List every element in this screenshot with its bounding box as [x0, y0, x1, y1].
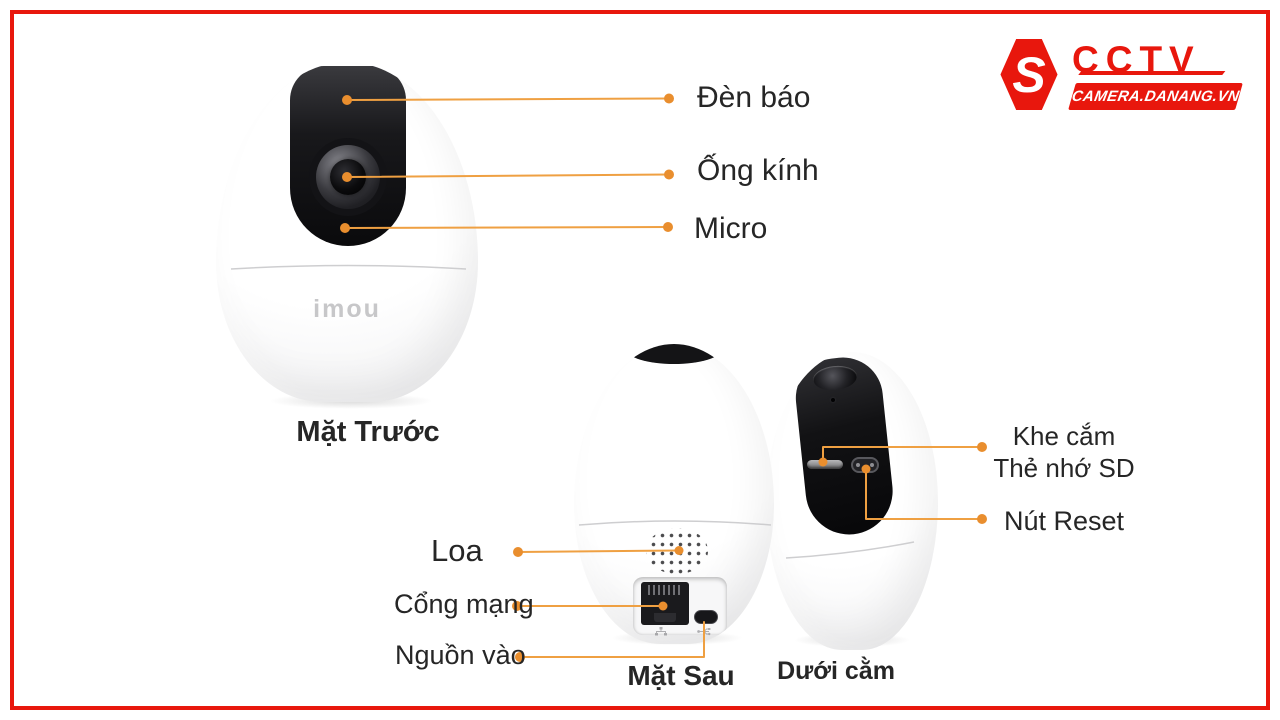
- rear-view-camera: [574, 344, 774, 644]
- callout-dot: [664, 93, 674, 104]
- cctv-logo: S CCTV CAMERA.DANANG.VN: [1000, 36, 1250, 116]
- ethernet-port: [641, 582, 689, 625]
- label-speaker: Loa: [431, 533, 483, 568]
- label-sd-line2: Thẻ nhớ SD: [993, 453, 1135, 484]
- bottom-mic-hole: [831, 398, 835, 402]
- logo-subtitle: CAMERA.DANANG.VN: [1070, 88, 1241, 105]
- caption-bottom-view: Dưới cằm: [777, 657, 895, 685]
- speaker-grille: [646, 528, 708, 574]
- caption-rear-view: Mặt Sau: [627, 660, 735, 691]
- imou-wordmark: imou: [313, 295, 381, 323]
- label-reset-button: Nút Reset: [1004, 506, 1125, 536]
- sd-card-slot: [807, 460, 843, 469]
- callout-dot: [664, 169, 674, 180]
- caption-front-view: Mặt Trước: [296, 416, 440, 448]
- port-panel: [633, 577, 727, 636]
- logo-monogram: S: [1012, 47, 1045, 103]
- label-network-port: Cổng mạng: [394, 589, 534, 619]
- reset-button: [851, 457, 879, 473]
- callout-dot: [977, 442, 987, 452]
- bottom-view-camera: [766, 352, 938, 650]
- camera-lens: [309, 138, 387, 216]
- label-sd-line1: Khe cắm: [1012, 421, 1116, 451]
- usb-power-port: [694, 610, 718, 624]
- logo-underline: [1078, 71, 1226, 75]
- logo-subtitle-bar: CAMERA.DANANG.VN: [1068, 83, 1243, 110]
- front-view-camera: imou: [216, 62, 478, 402]
- label-lens: Ống kính: [697, 154, 819, 187]
- network-icon: [655, 627, 667, 636]
- callout-dot: [977, 514, 987, 524]
- label-indicator-light: Đèn báo: [697, 81, 811, 114]
- usb-icon: [697, 628, 711, 636]
- rear-head-dome: [626, 344, 722, 364]
- label-power-input: Nguồn vào: [395, 640, 526, 670]
- callout-dot: [663, 222, 673, 232]
- logo-hexagon: S: [1000, 39, 1058, 110]
- label-microphone: Micro: [694, 212, 768, 245]
- label-sd-card-slot: Khe cắm Thẻ nhớ SD: [988, 420, 1140, 484]
- callout-dot: [513, 547, 523, 557]
